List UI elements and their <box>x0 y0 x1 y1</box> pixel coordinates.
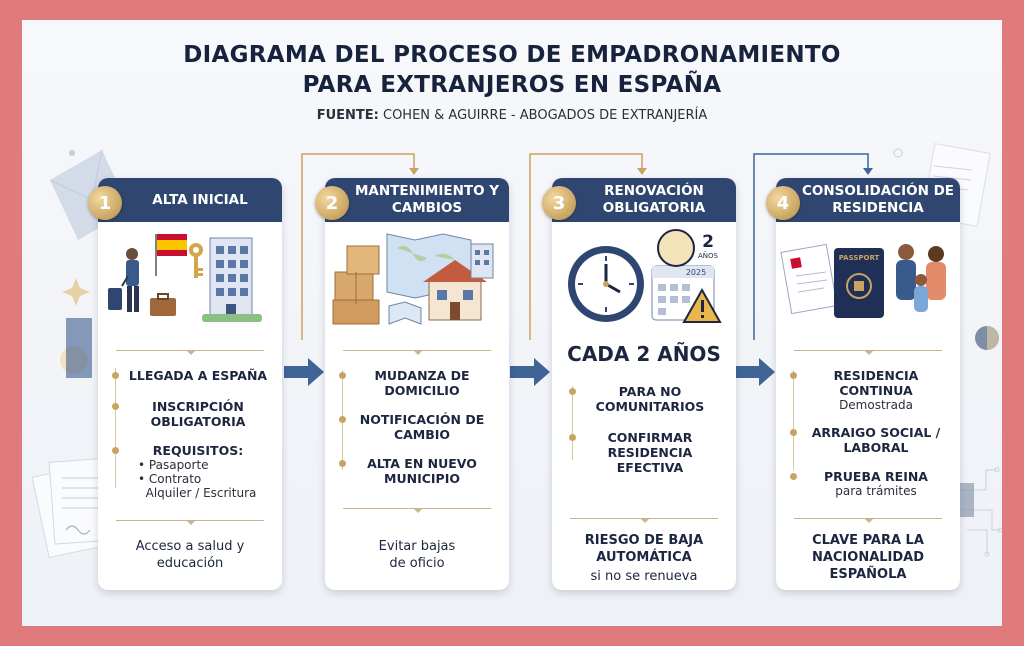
building-icon <box>470 243 494 279</box>
requirement-item: • Contrato <box>138 472 202 486</box>
clock-icon <box>568 246 644 322</box>
boxes-icon <box>332 245 380 325</box>
family-icon <box>896 244 946 312</box>
source-label: FUENTE: <box>316 108 379 123</box>
spain-flag-icon <box>155 234 187 276</box>
card-header: MANTENIMIENTO Y CAMBIOS <box>325 178 509 222</box>
card-header: ALTA INICIAL <box>98 178 282 222</box>
two-years-badge <box>657 229 695 267</box>
source-line: FUENTE: COHEN & AGUIRRE - ABOGADOS DE EX… <box>22 108 1002 123</box>
connector-line <box>301 153 643 340</box>
timeline-line <box>793 370 794 470</box>
card-footer: CLAVE PARA LA NACIONALIDAD ESPAÑOLA <box>811 533 925 582</box>
step-card-3: RENOVACIÓN OBLIGATORIA <box>552 178 736 590</box>
step-card-2: MANTENIMIENTO Y CAMBIOS <box>325 178 509 590</box>
card-header: RENOVACIÓN OBLIGATORIA <box>552 178 736 222</box>
step-item: MUDANZA DE DOMICILIO <box>325 368 509 398</box>
passport-label: PASSPORT <box>838 254 880 262</box>
step-item: CONFIRMAR RESIDENCIA EFECTIVA <box>552 430 736 475</box>
warning-icon <box>682 287 722 323</box>
page-title: DIAGRAMA DEL PROCESO DE EMPADRONAMIENTO <box>183 42 841 68</box>
card-footer: RIESGO DE BAJA AUTOMÁTICA <box>584 533 704 565</box>
card-header: CONSOLIDACIÓN DE RESIDENCIA <box>776 178 960 222</box>
step-item: PARA NO COMUNITARIOS <box>552 384 736 414</box>
step-card-4: CONSOLIDACIÓN DE RESIDENCIA <box>776 178 960 590</box>
source-text: COHEN & AGUIRRE - ABOGADOS DE EXTRANJERÍ… <box>383 108 708 123</box>
small-map-icon <box>388 301 422 325</box>
step-item: ALTA EN NUEVO MUNICIPIO <box>325 456 509 486</box>
page-title-line2: PARA EXTRANJEROS EN ESPAÑA <box>302 72 722 98</box>
arrival-illustration <box>108 234 262 322</box>
card-footer: Acceso a salud y educación <box>135 539 245 571</box>
key-icon <box>189 243 203 278</box>
flow-arrow <box>284 358 324 386</box>
step-item: INSCRIPCIÓN OBLIGATORIA <box>98 399 282 429</box>
residence-illustration <box>780 243 946 318</box>
divider <box>570 518 718 523</box>
connector-line <box>753 153 869 340</box>
requirements-label: REQUISITOS: <box>152 443 244 458</box>
building-icon <box>202 237 262 322</box>
divider <box>116 350 264 355</box>
flow-arrow <box>735 358 775 386</box>
step-number-badge: 3 <box>542 186 576 220</box>
step-number-badge: 2 <box>315 186 349 220</box>
flow-arrow <box>510 358 550 386</box>
step-item: NOTIFICACIÓN DE CAMBIO <box>325 412 509 442</box>
requirement-item: Alquiler / Escritura <box>145 486 257 500</box>
divider <box>794 350 942 355</box>
step-number-badge: 4 <box>766 186 800 220</box>
moving-illustration <box>332 233 494 325</box>
step-number-badge: 1 <box>88 186 122 220</box>
card-footer: Evitar bajas de oficio <box>378 539 456 571</box>
requirement-item: • Pasaporte <box>138 458 209 472</box>
step-card-1: ALTA INICIAL <box>98 178 282 590</box>
badge-number: 2 <box>702 232 714 252</box>
requirements-block: REQUISITOS: • Pasaporte • Contrato Alqui… <box>98 443 282 500</box>
step-item: ARRAIGO SOCIAL / LABORAL <box>776 425 960 455</box>
renewal-illustration <box>568 229 722 323</box>
document-icon <box>780 243 838 315</box>
divider <box>794 518 942 523</box>
step-item: LLEGADA A ESPAÑA <box>98 368 282 383</box>
infographic-canvas: DIAGRAMA DEL PROCESO DE EMPADRONAMIENTO … <box>22 20 1002 626</box>
badge-unit: AÑOS <box>698 252 718 260</box>
calendar-year: 2025 <box>685 268 707 277</box>
timeline-line <box>115 368 116 488</box>
card-footer-sub: si no se renueva <box>590 569 698 584</box>
divider <box>343 508 491 513</box>
passport-icon <box>834 248 884 318</box>
traveler-icon <box>108 248 139 312</box>
divider <box>116 520 264 525</box>
divider <box>343 350 491 355</box>
highlight-text: CADA 2 AÑOS <box>567 342 721 366</box>
suitcase-icon <box>150 293 176 316</box>
timeline-line <box>572 386 573 460</box>
